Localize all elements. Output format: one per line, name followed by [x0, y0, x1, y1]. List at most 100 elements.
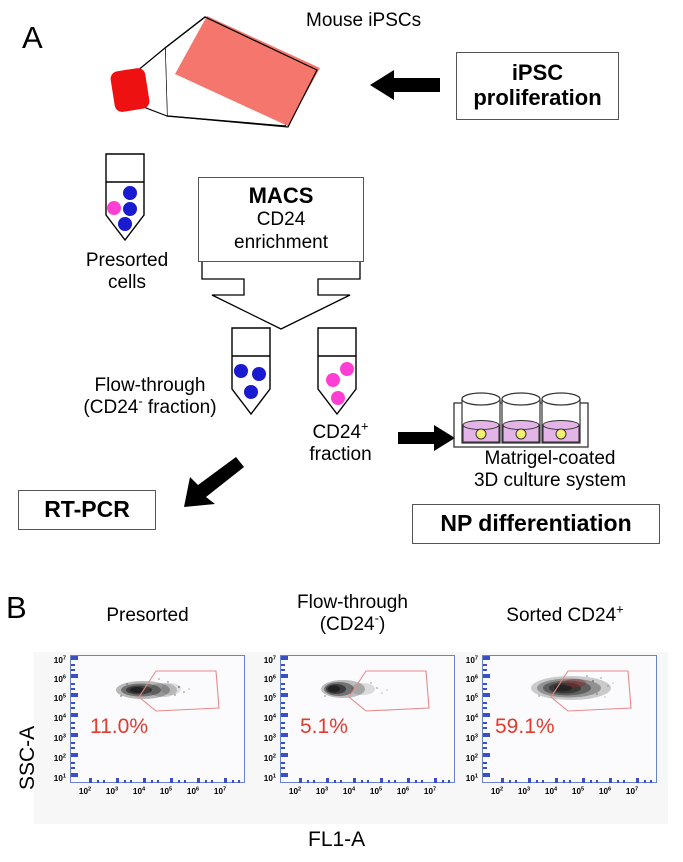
- plot1-xtick-7: 107: [213, 786, 227, 796]
- plot3-ytick-2: 102: [465, 753, 478, 763]
- matrigel-3d-culture-illustration: [452, 392, 592, 455]
- plot1-xtick-5: 105: [159, 786, 173, 796]
- panel-a-letter: A: [22, 20, 43, 55]
- plot-title-presorted-line1: Presorted: [106, 605, 189, 626]
- plot3-ytick-7: 107: [465, 655, 478, 665]
- flowthrough-label-post: fraction): [142, 397, 217, 419]
- np-differentiation-box: NP differentiation: [412, 504, 660, 544]
- arrow-left-proliferation: [370, 68, 442, 102]
- flowthrough-label-line1: Flow-through: [94, 375, 206, 396]
- flow-plot-sorted-cd24: 107 106 105 104 103 102 101: [452, 655, 672, 815]
- cd24pos-label-pre: CD24: [312, 422, 362, 443]
- plot3-xtick-7: 107: [625, 786, 639, 796]
- macs-line2: CD24: [256, 209, 306, 231]
- flowthrough-label: Flow-through (CD24- fraction): [70, 375, 230, 420]
- presorted-tube: [98, 152, 156, 247]
- macs-title: MACS: [248, 183, 314, 208]
- flow-plot-presorted: 107 106 105 104 103 102 101: [40, 655, 260, 815]
- macs-line3: enrichment: [234, 232, 328, 254]
- plot1-ytick-2: 102: [53, 753, 66, 763]
- plot2-ytick-2: 102: [263, 753, 276, 763]
- flowthrough-label-pre: (CD24: [83, 397, 139, 419]
- arrow-right-matrigel: [398, 424, 456, 452]
- plot1-area: [70, 655, 245, 783]
- plot2-ytick-7: 107: [263, 655, 276, 665]
- plot-title-flowthrough-post: ): [378, 613, 386, 635]
- plot2-xtick-5: 105: [369, 786, 383, 796]
- ipsc-proliferation-line1: iPSC: [511, 60, 564, 86]
- cd24-positive-fraction-label: CD24+ fraction: [288, 418, 393, 467]
- plot3-ytick-6: 106: [465, 674, 478, 684]
- plot1-ytick-4: 104: [53, 713, 66, 723]
- x-axis-label: FL1-A: [308, 828, 366, 851]
- cd24pos-label-line1: CD24+: [288, 418, 393, 444]
- plot1-xtick-4: 104: [132, 786, 146, 796]
- macs-box: MACS CD24 enrichment: [198, 177, 364, 262]
- plot3-ytick-1: 101: [465, 773, 478, 783]
- plot3-xtick-2: 102: [490, 786, 504, 796]
- plot1-ytick-1: 101: [53, 773, 66, 783]
- flask-label: Mouse iPSCs: [306, 10, 422, 31]
- plot1-gate-percent: 11.0%: [90, 715, 148, 738]
- plot3-xtick-6: 106: [598, 786, 612, 796]
- flowthrough-label-sup: -: [138, 394, 143, 410]
- plot-title-flowthrough-line2: (CD24-): [255, 610, 450, 636]
- arrow-diagonal-rtpcr: [182, 455, 244, 510]
- plot1-xtick-3: 103: [105, 786, 119, 796]
- plot1-ytick-5: 105: [53, 693, 66, 703]
- cd24pos-label-line2: fraction: [309, 444, 372, 466]
- plot2-ytick-4: 104: [263, 713, 276, 723]
- matrigel-label-line2: 3D culture system: [473, 470, 627, 492]
- plot1-ytick-7: 107: [53, 655, 66, 665]
- matrigel-label: Matrigel-coated 3D culture system: [440, 448, 660, 493]
- arrow-down-hollow-macs: [198, 261, 364, 331]
- plot3-xtick-4: 104: [544, 786, 558, 796]
- plot3-xtick-3: 103: [517, 786, 531, 796]
- plot2-ytick-3: 103: [263, 733, 276, 743]
- plot2-gate-percent: 5.1%: [300, 715, 348, 738]
- plot2-xtick-7: 107: [423, 786, 437, 796]
- plot2-xtick-2: 102: [288, 786, 302, 796]
- plot3-ytick-3: 103: [465, 733, 478, 743]
- plot3-xtick-5: 105: [571, 786, 585, 796]
- cd24-positive-tube: [310, 326, 368, 421]
- culture-flask-illustration: [105, 8, 335, 143]
- plot2-xtick-4: 104: [342, 786, 356, 796]
- presorted-cells-label: Presorted cells: [62, 250, 192, 295]
- plot-title-sorted-cd24: Sorted CD24+: [460, 601, 670, 627]
- plot1-xtick-2: 102: [78, 786, 92, 796]
- plot-title-flowthrough: Flow-through (CD24-): [255, 592, 450, 636]
- plot3-ytick-4: 104: [465, 713, 478, 723]
- plot-title-sorted-line1: Sorted CD24+: [460, 601, 670, 627]
- plot2-ytick-5: 105: [263, 693, 276, 703]
- plot3-ytick-5: 105: [465, 693, 478, 703]
- plot3-gate-percent: 59.1%: [495, 715, 555, 738]
- plot-title-sorted-pre: Sorted CD24: [506, 605, 617, 626]
- flowthrough-tube: [224, 326, 282, 421]
- plot2-ytick-1: 101: [263, 773, 276, 783]
- plot1-ytick-6: 106: [53, 674, 66, 684]
- y-axis-label: SSC-A: [16, 725, 39, 790]
- plot-title-sorted-sup: +: [616, 601, 624, 617]
- plot3-area: [482, 655, 657, 783]
- plot2-xtick-6: 106: [396, 786, 410, 796]
- plot-title-flowthrough-sup: -: [374, 610, 379, 626]
- presorted-label-line1: Presorted: [85, 250, 169, 271]
- matrigel-label-line1: Matrigel-coated: [484, 448, 616, 469]
- plot2-ytick-6: 106: [263, 674, 276, 684]
- panel-b-letter: B: [6, 590, 27, 625]
- rt-pcr-box: RT-PCR: [18, 490, 156, 530]
- flowthrough-label-line2: (CD24- fraction): [70, 394, 230, 419]
- ipsc-proliferation-line2: proliferation: [473, 85, 602, 110]
- plot1-xtick-6: 106: [186, 786, 200, 796]
- cd24pos-label-sup: +: [361, 418, 369, 434]
- plot-title-flowthrough-line1: Flow-through: [297, 592, 408, 613]
- ipsc-proliferation-box: iPSC proliferation: [456, 52, 619, 120]
- plot-title-presorted: Presorted: [55, 605, 240, 627]
- flow-plot-flowthrough: 107 106 105 104 103 102 101: [250, 655, 470, 815]
- presorted-label-line2: cells: [107, 272, 146, 294]
- plot1-ytick-3: 103: [53, 733, 66, 743]
- plot-title-flowthrough-pre: (CD24: [319, 613, 375, 635]
- plot2-area: [280, 655, 455, 783]
- plot2-xtick-3: 103: [315, 786, 329, 796]
